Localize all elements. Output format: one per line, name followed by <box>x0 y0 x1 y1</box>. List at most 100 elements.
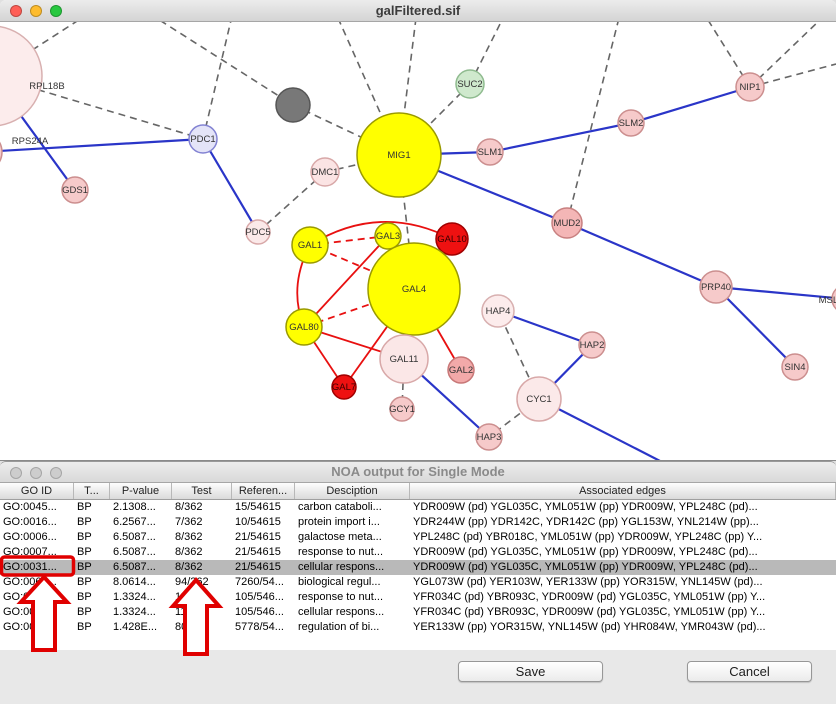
graph-node-label: GAL11 <box>390 354 419 365</box>
graph-edge[interactable] <box>566 13 621 224</box>
graph-edge[interactable] <box>489 121 632 154</box>
graph-node-slm2[interactable] <box>617 109 645 137</box>
table-cell: GO:0031... <box>3 561 57 573</box>
network-window-titlebar[interactable]: galFiltered.sif <box>0 0 836 22</box>
graph-edge[interactable] <box>202 15 233 140</box>
graph-node-label: SUC2 <box>457 79 482 90</box>
column-header-go-id[interactable]: GO ID <box>0 483 74 499</box>
graph-node-gal2[interactable] <box>447 356 475 384</box>
table-cell: carbon cataboli... <box>298 501 382 513</box>
graph-node-label: GAL1 <box>298 240 322 251</box>
table-cell: 11/362 <box>175 606 208 618</box>
graph-node-gal4[interactable] <box>367 242 461 336</box>
close-button[interactable] <box>10 5 22 17</box>
table-cell: 1.3324... <box>113 606 156 618</box>
table-cell: GO:0007... <box>3 546 57 558</box>
graph-edge[interactable] <box>566 221 717 289</box>
table-cell: cellular respons... <box>298 561 385 573</box>
save-button[interactable]: Save <box>458 661 603 682</box>
zoom-button[interactable] <box>50 467 62 479</box>
table-cell: YFR034C (pd) YBR093C, YDR009W (pd) YGL03… <box>413 591 766 603</box>
graph-node-nip1[interactable] <box>735 72 765 102</box>
minimize-button[interactable] <box>30 5 42 17</box>
graph-node-label: MSL1 <box>819 295 836 306</box>
graph-node-gal1[interactable] <box>291 226 329 264</box>
graph-node-gray[interactable] <box>275 87 311 123</box>
graph-node-label: GDS1 <box>62 185 88 196</box>
graph-edge[interactable] <box>630 85 751 125</box>
graph-edge[interactable] <box>749 17 823 88</box>
graph-node-hap2[interactable] <box>578 331 606 359</box>
graph-node-sin4[interactable] <box>781 353 809 381</box>
graph-node-mig1[interactable] <box>356 112 442 198</box>
column-header-referen[interactable]: Referen... <box>232 483 295 499</box>
network-canvas[interactable]: RPL18BRPS24AGDS1PDC1MIG1SUC2SLM1SLM2NIP1… <box>0 0 836 461</box>
graph-node-gal3[interactable] <box>374 222 402 250</box>
graph-edge[interactable] <box>303 235 389 328</box>
column-header-test[interactable]: Test <box>172 483 232 499</box>
graph-node-pdc5[interactable] <box>245 219 271 245</box>
table-cell: 80/362 <box>175 621 209 633</box>
graph-edge[interactable] <box>0 137 204 153</box>
graph-edge[interactable] <box>715 286 796 368</box>
graph-node-gal7[interactable] <box>331 374 357 400</box>
cancel-button[interactable]: Cancel <box>687 661 812 682</box>
table-cell: GO:0016... <box>3 516 57 528</box>
graph-edge[interactable] <box>715 285 836 300</box>
graph-node-dmc1[interactable] <box>310 157 340 187</box>
table-cell: 8/362 <box>175 501 203 513</box>
graph-node-suc2[interactable] <box>455 69 485 99</box>
graph-node-gal10[interactable] <box>435 222 469 256</box>
table-cell: 8/362 <box>175 561 203 573</box>
graph-node-cyc1[interactable] <box>516 376 562 422</box>
table-cell: BP <box>77 621 92 633</box>
graph-node-rpl18b[interactable] <box>0 25 43 127</box>
graph-edge[interactable] <box>749 63 836 88</box>
table-cell: YGL073W (pd) YER103W, YER133W (pp) YOR31… <box>413 576 763 588</box>
graph-edge[interactable] <box>398 83 471 156</box>
column-header-associated-edges[interactable]: Associated edges <box>410 483 836 499</box>
table-cell: protein import i... <box>298 516 380 528</box>
graph-edge[interactable] <box>257 171 326 233</box>
graph-node-hap3[interactable] <box>475 423 503 451</box>
graph-node-pdc1[interactable] <box>188 124 218 154</box>
column-header-t[interactable]: T... <box>74 483 110 499</box>
graph-node-prp40[interactable] <box>699 270 733 304</box>
graph-node-slm1[interactable] <box>476 138 504 166</box>
graph-edge[interactable] <box>202 138 259 233</box>
table-cell: 6.2567... <box>113 516 156 528</box>
graph-edge[interactable] <box>538 398 662 461</box>
graph-edge[interactable] <box>303 288 415 328</box>
window-title: NOA output for Single Mode <box>331 464 505 479</box>
graph-node-gal80[interactable] <box>285 308 323 346</box>
graph-edge[interactable] <box>149 13 294 106</box>
graph-node-rps24a[interactable] <box>0 132 3 172</box>
column-header-p-value[interactable]: P-value <box>110 483 172 499</box>
graph-node-gcy1[interactable] <box>389 396 415 422</box>
graph-node-msl1[interactable] <box>831 285 836 313</box>
table-cell: 10/54615 <box>235 516 281 528</box>
column-header-desciption[interactable]: Desciption <box>295 483 410 499</box>
edge-layer <box>0 13 836 461</box>
table-cell: galactose meta... <box>298 531 382 543</box>
graph-node-label: DMC1 <box>312 167 339 178</box>
minimize-button[interactable] <box>30 467 42 479</box>
table-cell: cellular respons... <box>298 606 385 618</box>
graph-node-mud2[interactable] <box>551 207 583 239</box>
close-button[interactable] <box>10 467 22 479</box>
graph-node-hap4[interactable] <box>481 294 515 328</box>
graph-node-gds1[interactable] <box>61 176 89 204</box>
graph-node-gal11[interactable] <box>379 334 429 384</box>
zoom-button[interactable] <box>50 5 62 17</box>
noa-window-titlebar[interactable]: NOA output for Single Mode <box>0 462 836 483</box>
